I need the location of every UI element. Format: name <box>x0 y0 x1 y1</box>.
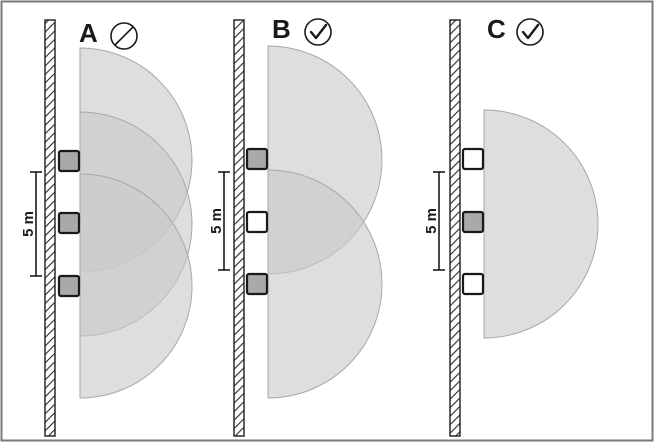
coverage-zone <box>267 169 383 399</box>
prohibited-icon <box>110 22 138 50</box>
panel-c: 5 m C <box>423 14 599 437</box>
distance-bracket <box>218 171 230 271</box>
checkmark-icon <box>516 18 544 46</box>
panel-a-sensors <box>57 149 81 298</box>
coverage-zone <box>79 173 193 399</box>
wall <box>449 19 461 437</box>
sensor-3 <box>245 272 269 296</box>
panel-c-coverage <box>483 109 599 339</box>
sensor-3 <box>57 274 81 298</box>
panel-b-sensors <box>245 147 269 296</box>
distance-label: 5 m <box>423 208 440 234</box>
sensor-1 <box>461 147 485 171</box>
distance-bracket <box>433 171 445 271</box>
distance-bracket <box>30 171 42 277</box>
coverage-zone <box>483 109 599 339</box>
sensor-2 <box>57 211 81 235</box>
panel-a: 5 m A <box>20 18 193 437</box>
sensor-2 <box>245 210 269 234</box>
checkmark-icon <box>304 18 332 46</box>
wall <box>44 19 56 437</box>
distance-label: 5 m <box>208 208 225 234</box>
panel-c-sensors <box>461 147 485 296</box>
sensor-1 <box>245 147 269 171</box>
panel-b: 5 m B <box>208 14 383 437</box>
wall <box>233 19 245 437</box>
sensor-1 <box>57 149 81 173</box>
panel-label: A <box>79 18 98 48</box>
panel-label: C <box>487 14 506 44</box>
panel-label: B <box>272 14 291 44</box>
panel-a-coverage <box>79 47 193 399</box>
panel-b-coverage <box>267 45 383 399</box>
sensor-2 <box>461 210 485 234</box>
sensor-3 <box>461 272 485 296</box>
distance-label: 5 m <box>20 211 37 237</box>
